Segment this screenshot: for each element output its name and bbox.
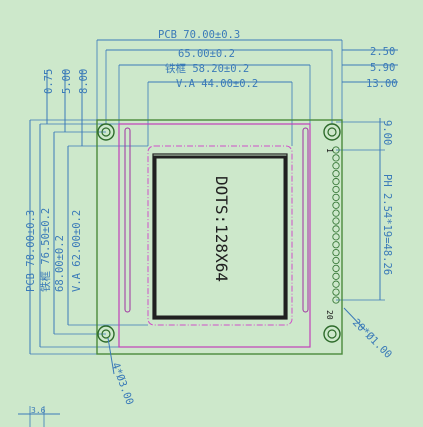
offset-800-label: 8.00 (78, 69, 90, 94)
pin-14 (332, 248, 340, 257)
pin-11 (332, 225, 340, 233)
pin-18 (332, 280, 340, 288)
left-dimensions: 0.75 5.00 8.00 PCB 78.00±0.3 铁框 76.50±0.… (25, 69, 90, 354)
frame-slot-right (302, 127, 309, 313)
metal-frame-outline (118, 123, 311, 348)
pin-1 (332, 146, 340, 154)
pin-5 (332, 177, 340, 186)
holes-height-label: 68.00±0.2 (54, 235, 66, 292)
bottom-dimension: 3.6 (18, 406, 60, 427)
offset-1300-label: 13.00 (366, 78, 398, 90)
pin-15 (332, 256, 340, 265)
pin-3 (332, 162, 340, 170)
pin-20 (332, 296, 340, 304)
top-dimensions: PCB 70.00±0.3 65.00±0.2 铁框 58.20±0.2 V.A… (97, 29, 398, 90)
view-area-outline (147, 145, 293, 326)
pin-6 (332, 185, 340, 194)
pin-10 (332, 217, 340, 225)
pin-19 (332, 288, 340, 296)
pin-20-label: 20 (325, 310, 334, 320)
pin-12 (332, 233, 340, 241)
pcb-outline (96, 119, 343, 355)
active-area (153, 155, 287, 319)
bottom-dimension-label: 3.6 (31, 406, 46, 415)
frame-width-label: 铁框 58.20±0.2 (165, 62, 249, 75)
pin-9 (332, 209, 340, 217)
offset-500-label: 5.00 (61, 69, 73, 94)
mounting-holes (97, 123, 341, 343)
pin-2 (332, 154, 340, 162)
pin-count-label: 20*Ø1.00 (350, 317, 394, 361)
frame-height-label: 铁框 76.50±0.2 (39, 208, 52, 292)
pin-pitch-label: PH 2.54*19=48.26 (381, 174, 393, 275)
holes-width-label: 65.00±0.2 (178, 48, 235, 60)
va-width-label: V.A 44.00±0.2 (176, 78, 258, 90)
pin-1-label: 1 (325, 148, 334, 153)
pin-13 (332, 241, 340, 249)
offset-590-label: 5.90 (370, 62, 395, 74)
pin-17 (332, 272, 340, 280)
active-area-outer (152, 153, 288, 320)
frame-slot-left (124, 127, 131, 313)
pin-4 (332, 170, 340, 178)
offset-250-label: 2.50 (370, 46, 395, 58)
hole-diameter-label: 4*Ø3.00 (109, 361, 135, 407)
va-height-label: V.A 62.00±0.2 (71, 210, 83, 292)
lcd-resolution-label: DOTS:128X64 (212, 176, 231, 282)
pcb-width-label: PCB 70.00±0.3 (158, 29, 240, 41)
pin-8 (332, 201, 340, 209)
pcb-height-label: PCB 78.00±0.3 (25, 210, 37, 292)
offset-075-label: 0.75 (43, 69, 55, 94)
pin-7 (332, 193, 340, 202)
right-dimensions: 9.00 PH 2.54*19=48.26 20*Ø1.00 (343, 118, 394, 361)
pin-offset-label: 9.00 (381, 120, 393, 145)
pin-header (332, 146, 340, 304)
pin-16 (332, 264, 340, 273)
hole-leader-line (107, 337, 115, 375)
